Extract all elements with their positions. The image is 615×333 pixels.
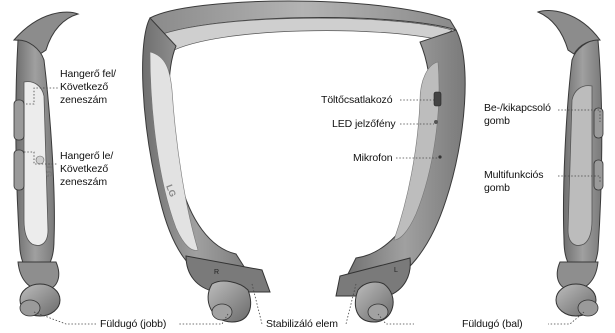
label-power-button: Be-/kikapcsoló gomb	[484, 102, 551, 128]
neckband-front-view	[143, 1, 466, 322]
right-unit-volume-down-button	[14, 150, 24, 190]
left-earbud-tip	[368, 304, 388, 320]
right-unit-volume-up-button	[14, 100, 24, 140]
label-charging-port: Töltőcsatlakozó	[321, 94, 392, 107]
right-unit-panel	[24, 82, 48, 246]
left-unit-side-view	[538, 10, 603, 316]
logo-left-unit: LG	[44, 166, 53, 177]
right-earbud-tip	[212, 304, 232, 320]
power-switch	[594, 108, 603, 138]
led-indicator	[434, 120, 438, 124]
label-microphone: Mikrofon	[353, 152, 392, 165]
microphone-hole	[438, 155, 441, 158]
right-unit-logo-mark	[36, 156, 44, 164]
label-earbud-left: Füldugó (bal)	[462, 318, 523, 331]
label-volume-down: Hangerő le/ Következő zeneszám	[60, 150, 113, 189]
label-led: LED jelzőfény	[332, 118, 395, 131]
letter-left: L	[394, 267, 398, 274]
right-unit-earbud-tip	[20, 300, 40, 316]
letter-right: R	[214, 269, 219, 276]
left-unit-panel	[568, 86, 592, 246]
label-stabilizer: Stabilizáló elem	[266, 318, 338, 331]
label-volume-up: Hangerő fel/ Következő zeneszám	[60, 68, 116, 107]
multifunction-button	[594, 160, 603, 190]
label-earbud-right: Füldugó (jobb)	[100, 318, 166, 331]
charging-port	[434, 92, 441, 106]
left-unit-earbud-tip	[578, 300, 598, 316]
label-multifunction-button: Multifunkciós gomb	[484, 169, 543, 195]
